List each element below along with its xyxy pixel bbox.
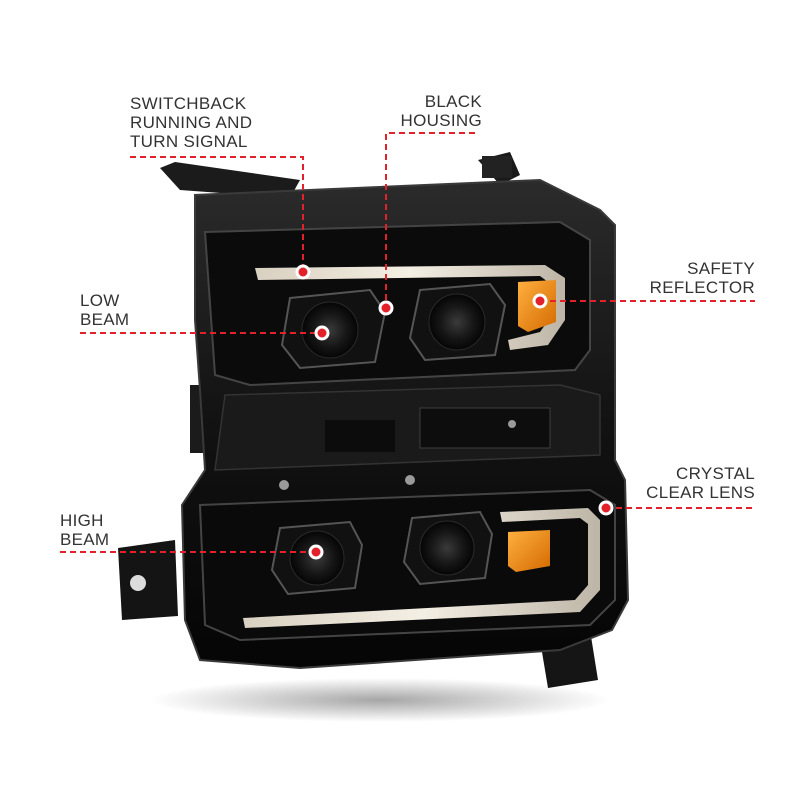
middle-band bbox=[214, 384, 601, 471]
callout-crystal-clear-lens-line-2: CLEAR LENS bbox=[646, 483, 755, 502]
middle-grille bbox=[419, 407, 551, 449]
callout-safety-reflector: SAFETY REFLECTOR bbox=[650, 259, 755, 297]
callout-safety-reflector-line-2: REFLECTOR bbox=[649, 278, 755, 297]
callout-safety-reflector-line-1: SAFETY bbox=[687, 259, 755, 278]
leader-black-housing bbox=[385, 132, 475, 308]
leader-lines bbox=[60, 132, 755, 553]
callout-high-beam: HIGH BEAM bbox=[60, 511, 109, 549]
dot-safety-reflector bbox=[532, 293, 548, 309]
callout-black-housing-line-2: HOUSING bbox=[400, 111, 482, 130]
callout-crystal-clear-lens-line-1: CRYSTAL bbox=[676, 464, 755, 483]
upper-switchback-bar bbox=[255, 265, 565, 350]
dot-switchback bbox=[295, 264, 311, 280]
lower-amber-reflector bbox=[508, 530, 550, 572]
dot-high-beam bbox=[308, 544, 324, 560]
ground-shadow bbox=[150, 678, 610, 722]
callout-black-housing: BLACK HOUSING bbox=[401, 92, 482, 130]
callout-switchback-line-2: RUNNING AND bbox=[130, 113, 253, 132]
callout-low-beam-line-2: BEAM bbox=[80, 310, 130, 329]
leader-switchback bbox=[130, 156, 304, 272]
dot-crystal-clear-lens bbox=[598, 500, 614, 516]
callout-dots bbox=[295, 264, 614, 560]
callout-switchback-line-3: TURN SIGNAL bbox=[130, 132, 248, 151]
callout-high-beam-line-2: BEAM bbox=[60, 530, 110, 549]
callout-low-beam-line-1: LOW bbox=[80, 291, 120, 310]
callout-low-beam: LOW BEAM bbox=[80, 291, 129, 329]
screws bbox=[279, 420, 516, 490]
dot-low-beam bbox=[314, 325, 330, 341]
callout-high-beam-line-1: HIGH bbox=[60, 511, 104, 530]
dot-black-housing bbox=[378, 300, 394, 316]
callout-switchback-line-1: SWITCHBACK bbox=[130, 94, 247, 113]
upper-projectors bbox=[280, 282, 507, 370]
callout-crystal-clear-lens: CRYSTAL CLEAR LENS bbox=[646, 464, 755, 502]
callout-black-housing-line-1: BLACK bbox=[424, 92, 482, 111]
callout-switchback: SWITCHBACK RUNNING AND TURN SIGNAL bbox=[130, 94, 252, 151]
